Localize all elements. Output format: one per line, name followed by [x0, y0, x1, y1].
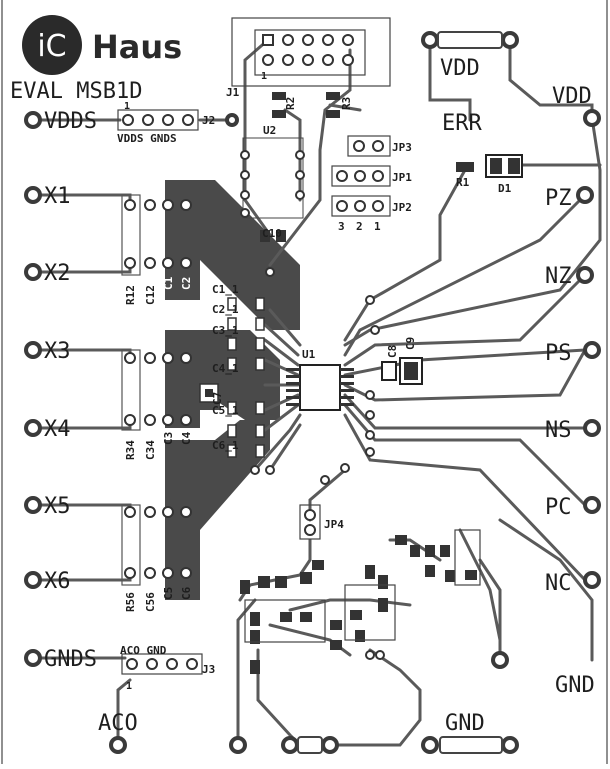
label-nz: NZ	[545, 264, 572, 289]
refdes-c3: C3	[162, 432, 175, 445]
cylinder-parts	[297, 31, 503, 754]
label-x1: X1	[44, 184, 71, 209]
refdes-u1: U1	[302, 348, 316, 361]
logo-badge	[22, 15, 82, 75]
bottom-outlines	[244, 529, 481, 643]
refdes-c56: C56	[144, 592, 157, 612]
u2-outline	[242, 137, 304, 219]
label-aco: ACO	[98, 711, 138, 736]
c7-part	[199, 383, 219, 403]
label-gnds: GNDS	[44, 647, 97, 672]
refdes-c1: C1	[162, 276, 175, 290]
refdes-jp1: JP1	[392, 171, 412, 184]
j1-header	[231, 17, 391, 87]
u2-pads	[240, 150, 305, 218]
refdes-jp4: JP4	[324, 518, 344, 531]
jp2-pin-1: 1	[374, 220, 381, 233]
label-gnd-bottom: GND	[445, 711, 485, 736]
refdes-c5: C5	[162, 587, 175, 600]
refdes-c4: C4	[180, 431, 193, 445]
label-x3: X3	[44, 339, 71, 364]
label-vdd-right: VDD	[552, 84, 592, 109]
logo-brand-text: Haus	[92, 28, 182, 66]
refdes-c34: C34	[144, 440, 157, 460]
j1-pin-one: 1	[261, 71, 267, 82]
refdes-r3: R3	[340, 97, 353, 110]
label-ns: NS	[545, 418, 572, 443]
u1-ic	[286, 364, 354, 411]
jp4	[299, 504, 321, 540]
refdes-c5-1: C5_1	[212, 404, 239, 417]
j2-label: VDDS GNDS	[117, 132, 177, 145]
refdes-r2: R2	[284, 97, 297, 110]
refdes-c12: C12	[144, 285, 157, 305]
label-ps: PS	[545, 341, 572, 366]
refdes-r1: R1	[456, 176, 470, 189]
smd-caps	[227, 297, 265, 458]
jp2-pin-2: 2	[356, 220, 363, 233]
board-title: EVAL MSB1D	[10, 79, 142, 104]
jp2-pin-3: 3	[338, 220, 345, 233]
label-x6: X6	[44, 569, 71, 594]
c8-c9	[381, 357, 423, 385]
refdes-r56: R56	[124, 592, 137, 612]
j3-label: ACO GND	[120, 644, 167, 657]
filter-pads	[124, 199, 192, 579]
refdes-c2: C2	[180, 277, 193, 290]
label-vdd-top: VDD	[440, 56, 480, 81]
bottom-parts	[240, 535, 477, 674]
label-gnd-right: GND	[555, 673, 595, 698]
label-err: ERR	[442, 111, 482, 136]
c10-part	[260, 230, 286, 242]
ic-haus-logo: iC Haus	[22, 15, 182, 75]
refdes-j3: J3	[202, 663, 215, 676]
refdes-jp3: JP3	[392, 141, 412, 154]
r2-r3	[272, 92, 340, 118]
copper-pours	[165, 180, 300, 600]
j3-pin-one: 1	[126, 681, 132, 692]
label-x2: X2	[44, 261, 71, 286]
refdes-c10: C10	[262, 227, 282, 240]
label-x4: X4	[44, 417, 71, 442]
jumpers-top	[331, 135, 391, 217]
refdes-jp2: JP2	[392, 201, 412, 214]
refdes-c3-1: C3_1	[212, 324, 239, 337]
j2-j3-pads	[117, 109, 203, 675]
filter-outlines	[121, 194, 141, 586]
refdes-d1: D1	[498, 182, 512, 195]
refdes-j2: J2	[202, 114, 215, 127]
j2-pin-one: 1	[124, 101, 130, 112]
refdes-c4-1: C4_1	[212, 362, 239, 375]
refdes-c8: C8	[386, 345, 399, 358]
refdes-r34: R34	[124, 440, 137, 460]
label-nc: NC	[545, 571, 572, 596]
refdes-c6-1: C6_1	[212, 439, 239, 452]
vias	[250, 267, 380, 485]
refdes-j1: J1	[226, 86, 240, 99]
refdes-c9: C9	[404, 337, 417, 350]
connector-rings	[24, 31, 601, 754]
refdes-c2-1: C2_1	[212, 303, 239, 316]
label-vdds: VDDS	[44, 109, 97, 134]
refdes-c1-1: C1_1	[212, 283, 239, 296]
label-pz: PZ	[545, 186, 572, 211]
label-x5: X5	[44, 494, 71, 519]
logo-badge-text: iC	[37, 29, 66, 64]
refdes-u2: U2	[263, 124, 276, 137]
refdes-r12: R12	[124, 285, 137, 305]
label-pc: PC	[545, 495, 572, 520]
refdes-c7: C7	[211, 392, 224, 405]
bottom-pads	[365, 650, 385, 660]
r1-d1	[456, 154, 523, 178]
refdes-c6: C6	[180, 586, 193, 600]
